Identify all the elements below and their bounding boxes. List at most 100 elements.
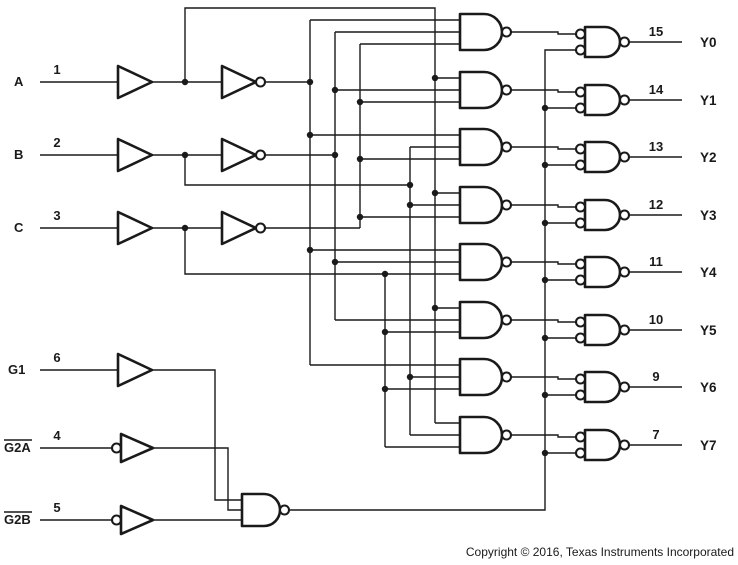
decode-gates	[458, 12, 513, 455]
output-pin-y1: 14	[649, 82, 664, 97]
y2-out-bubble	[618, 151, 631, 163]
output-label-y0: Y0	[700, 35, 717, 50]
input-pin-b: 2	[53, 135, 60, 150]
y7-in-bubble-1	[574, 431, 587, 443]
inverter-c-bubble	[254, 222, 267, 234]
nand-gate-y4-icon	[458, 242, 504, 282]
output-pin-y4: 11	[649, 254, 663, 269]
y0-in-bubble-1	[574, 28, 587, 40]
link-y2	[511, 146, 576, 150]
nand-gate-y1-icon	[458, 70, 504, 110]
y7-in-bubble-2	[574, 447, 587, 459]
link-y6	[511, 376, 576, 380]
output-gate-y2-icon	[583, 140, 622, 174]
junction-dots	[181, 74, 549, 457]
nand-gate-y0-icon	[458, 12, 504, 52]
circuit-wires	[40, 7, 682, 521]
link-y5	[511, 319, 576, 323]
output-pin-y6: 9	[652, 369, 659, 384]
output-label-y5: Y5	[700, 323, 717, 338]
y5-out-bubble	[618, 324, 631, 336]
nand-gate-y2-icon	[458, 127, 504, 167]
rail-a-true	[184, 7, 436, 423]
buffer-g1-icon	[116, 352, 154, 388]
output-gate-y1-icon	[583, 83, 622, 117]
buffer-g2b-icon	[119, 504, 155, 536]
input-labels: A 1 B 2 C 3 G1 6 G2A 4 G2B 5	[4, 62, 61, 527]
link-y3	[511, 204, 576, 208]
y6-out-bubble	[618, 381, 631, 393]
nand-gate-y5-icon	[458, 300, 504, 340]
output-gate-y7-icon	[583, 428, 622, 462]
inverter-b-bubble	[254, 149, 267, 161]
rail-enable	[289, 49, 576, 511]
y3-in-bubble-1	[574, 201, 587, 213]
inverter-b-icon	[220, 137, 258, 173]
g2a-input-bubble	[110, 442, 123, 454]
output-gate-y0-icon	[583, 25, 622, 59]
buffer-a-icon	[116, 64, 154, 100]
y0-in-bubble-2	[574, 44, 587, 56]
nand-gate-y7-icon	[458, 415, 504, 455]
output-label-y4: Y4	[700, 265, 717, 280]
rail-c-true-entry	[184, 228, 385, 275]
input-label-b: B	[14, 147, 23, 162]
output-labels: 15 Y0 14 Y1 13 Y2 12 Y3 11 Y4 10 Y5 9 Y6…	[649, 24, 717, 453]
input-pin-g1: 6	[53, 350, 60, 365]
nand-y5-bubble	[500, 314, 513, 326]
nand-gate-y6-icon	[458, 357, 504, 397]
output-gate-y5-icon	[583, 313, 622, 347]
buffer-g2a-icon	[119, 432, 155, 464]
input-pin-c: 3	[53, 208, 60, 223]
y4-out-bubble	[618, 266, 631, 278]
enable-gate	[240, 492, 291, 528]
wire-g2a-to-enable	[153, 447, 242, 511]
y1-in-bubble-1	[574, 86, 587, 98]
y3-in-bubble-2	[574, 217, 587, 229]
y1-in-bubble-2	[574, 102, 587, 114]
nand-y0-bubble	[500, 26, 513, 38]
output-label-y6: Y6	[700, 380, 717, 395]
input-label-g2a: G2A	[4, 440, 31, 455]
output-pin-y5: 10	[649, 312, 663, 327]
y4-in-bubble-2	[574, 274, 587, 286]
output-label-y7: Y7	[700, 438, 717, 453]
y7-out-bubble	[618, 439, 631, 451]
inverter-c-icon	[220, 210, 258, 246]
inverter-a-bubble	[254, 76, 267, 88]
inverter-a-icon	[220, 64, 258, 100]
output-gates	[574, 25, 631, 462]
output-pin-y2: 13	[649, 139, 663, 154]
input-label-a: A	[14, 74, 24, 89]
output-pin-y3: 12	[649, 197, 663, 212]
input-pin-g2b: 5	[53, 500, 60, 515]
y2-in-bubble-1	[574, 143, 587, 155]
y2-in-bubble-2	[574, 159, 587, 171]
input-pin-g2a: 4	[53, 428, 61, 443]
nand-y2-bubble	[500, 141, 513, 153]
y6-in-bubble-2	[574, 389, 587, 401]
link-y4	[511, 261, 576, 265]
input-pin-a: 1	[53, 62, 60, 77]
output-pin-y7: 7	[652, 427, 659, 442]
y5-in-bubble-1	[574, 316, 587, 328]
link-y0	[511, 31, 576, 35]
link-y1	[511, 89, 576, 93]
nand-y3-bubble	[500, 199, 513, 211]
output-label-y2: Y2	[700, 150, 717, 165]
y0-out-bubble	[618, 36, 631, 48]
nand-gate-y3-icon	[458, 185, 504, 225]
input-label-g2b: G2B	[4, 512, 31, 527]
input-buffers	[110, 64, 267, 536]
y3-out-bubble	[618, 209, 631, 221]
output-label-y3: Y3	[700, 208, 717, 223]
output-label-y1: Y1	[700, 93, 717, 108]
nand-y7-bubble	[500, 429, 513, 441]
buffer-c-icon	[116, 210, 154, 246]
nand-y6-bubble	[500, 371, 513, 383]
g2b-input-bubble	[110, 514, 123, 526]
output-gate-y6-icon	[583, 370, 622, 404]
output-pin-y0: 15	[649, 24, 663, 39]
